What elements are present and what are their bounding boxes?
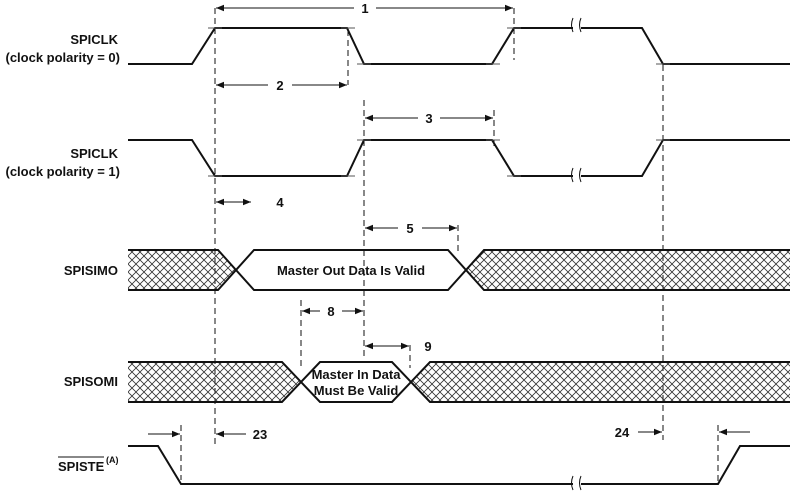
- timing-4-label: 4: [276, 195, 284, 210]
- timing-1-marker: 1: [216, 1, 513, 16]
- spiclk-pol0-edge-ticks: [208, 27, 670, 65]
- timing-3-marker: 3: [365, 111, 493, 126]
- timing-5-marker: 5: [365, 221, 457, 236]
- timing-8-marker: 8: [302, 304, 363, 319]
- spiste-superscript: (A): [106, 455, 119, 465]
- spiste-waveform: [128, 445, 790, 485]
- spiclk-pol1-label: SPICLK: [70, 146, 118, 161]
- timing-9-label: 9: [424, 339, 431, 354]
- spiste-label-group: SPISTE (A): [58, 455, 119, 474]
- timing-1-label: 1: [361, 1, 368, 16]
- spiste-breaks: [571, 438, 696, 491]
- spiclk-pol0-sublabel: (clock polarity = 0): [5, 50, 120, 65]
- timing-23-marker: 23: [148, 427, 267, 442]
- spisimo-valid-text: Master Out Data Is Valid: [277, 263, 425, 278]
- spisomi-waveform: [128, 361, 790, 403]
- timing-5-label: 5: [406, 221, 413, 236]
- timing-24-marker: 24: [615, 425, 750, 440]
- spiclk-pol1-edge-ticks: [208, 139, 670, 177]
- spiclk-pol1-waveform: [128, 139, 790, 177]
- spiclk-pol0-label: SPICLK: [70, 32, 118, 47]
- spiclk-pol0-break: [571, 17, 582, 33]
- timing-9-marker: 9: [365, 339, 432, 354]
- spisimo-label: SPISIMO: [64, 263, 118, 278]
- timing-24-label: 24: [615, 425, 630, 440]
- timing-8-label: 8: [327, 304, 334, 319]
- timing-3-label: 3: [425, 111, 432, 126]
- spiste-label: SPISTE: [58, 459, 105, 474]
- spisimo-waveform: [128, 249, 790, 291]
- timing-2-label: 2: [276, 78, 283, 93]
- spisomi-valid-text-line1: Master In Data: [312, 367, 402, 382]
- timing-2-marker: 2: [216, 78, 347, 93]
- spisomi-label: SPISOMI: [64, 374, 118, 389]
- spiclk-pol1-sublabel: (clock polarity = 1): [5, 164, 120, 179]
- timing-4-marker: 4: [216, 195, 284, 210]
- spiclk-pol0-waveform: [128, 27, 790, 65]
- timing-23-label: 23: [253, 427, 267, 442]
- spiclk-pol1-break: [571, 167, 582, 183]
- spisomi-valid-text-line2: Must Be Valid: [314, 383, 399, 398]
